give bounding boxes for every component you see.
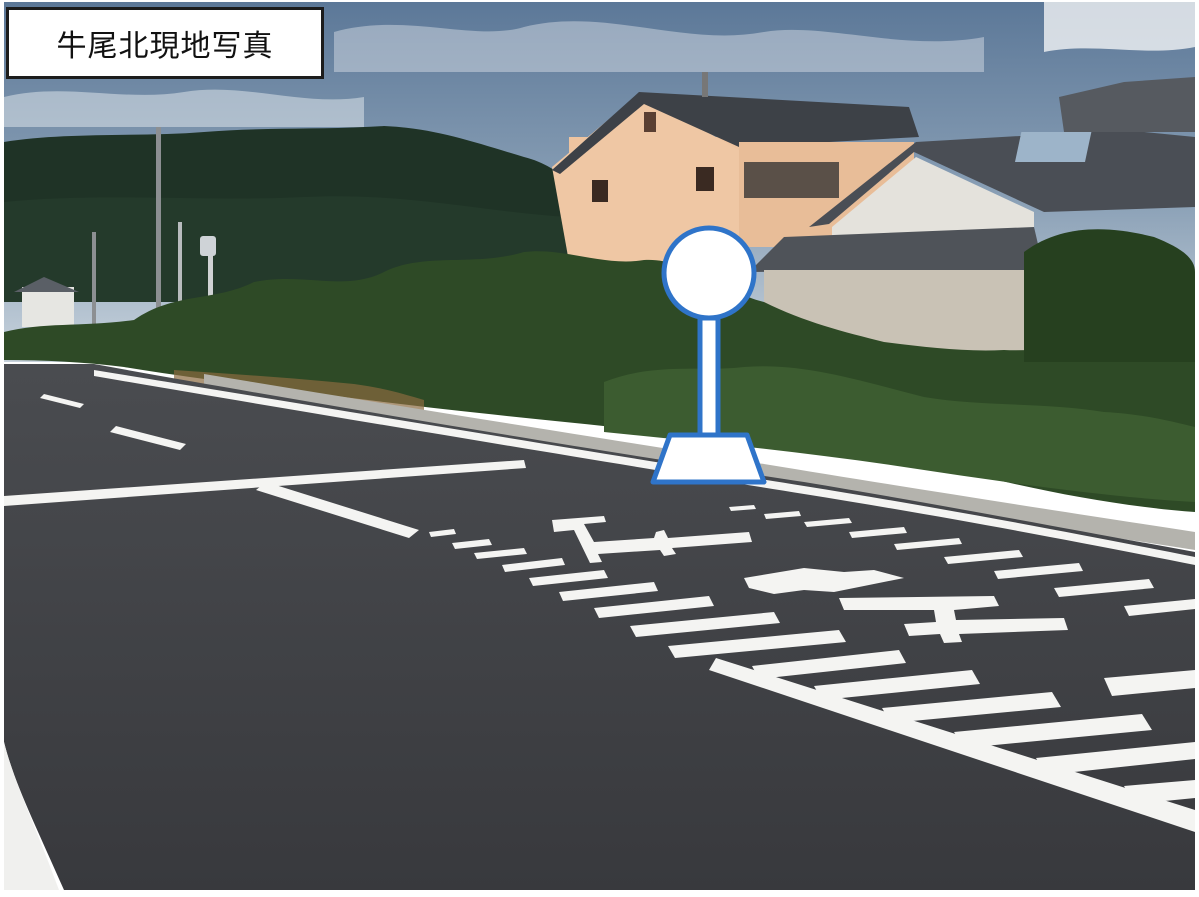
lane-edge-line	[94, 370, 1195, 565]
far-roof	[1059, 77, 1195, 132]
utility-pole	[92, 232, 96, 327]
utility-pole	[156, 127, 161, 327]
crosshatch-stripe	[849, 527, 907, 538]
crosshatch-stripe	[1124, 780, 1195, 804]
clouds	[1044, 2, 1195, 52]
bus-stop-pole	[697, 315, 721, 439]
tree-right	[1024, 229, 1195, 362]
house-window	[592, 180, 608, 202]
street-light	[178, 222, 182, 332]
lane-dash	[40, 394, 84, 408]
bus-stop-marker	[650, 225, 767, 485]
crosshatch-stripe	[529, 570, 608, 586]
crosshatch-stripe	[764, 511, 801, 519]
road-left-edge	[4, 742, 59, 890]
road-character-marking	[839, 596, 1068, 643]
crosshatch-stripe	[559, 582, 658, 601]
road-character-marking	[744, 568, 904, 594]
solar-panel	[1014, 132, 1092, 162]
crosshatch-stripe	[814, 670, 980, 700]
crosshatch-stripe	[1054, 579, 1154, 597]
photo-caption: 牛尾北現地写真	[6, 7, 324, 79]
clouds	[4, 89, 364, 127]
bus-stop-sign-disc	[661, 225, 757, 321]
bus-stop-base	[650, 432, 767, 485]
lower-roof	[749, 227, 1044, 272]
small-building-roof	[14, 277, 79, 292]
crosshatch-stripe	[630, 612, 780, 637]
chimney-pipe	[702, 72, 708, 97]
balcony	[744, 162, 839, 198]
shrubs-highlight	[604, 366, 1195, 502]
photo-caption-text: 牛尾北現地写真	[56, 29, 274, 64]
crosshatch-stripe	[752, 650, 906, 679]
house-window	[644, 112, 656, 132]
crosshatch-stripe	[1124, 599, 1195, 616]
street-photo	[4, 2, 1195, 890]
road-sign	[200, 236, 216, 256]
crosshatch-stripe	[1036, 742, 1195, 775]
crosshatch-stripe	[804, 518, 852, 527]
crosshatch-stripe	[474, 548, 527, 559]
house-roof	[552, 92, 919, 174]
lane-dash	[110, 426, 186, 450]
lane-dash	[256, 482, 419, 538]
crosshatch-stripe	[994, 563, 1083, 579]
crosshatch-stripe	[594, 596, 714, 618]
house-window	[696, 167, 714, 191]
crosshatch-stripe	[502, 558, 565, 572]
crosshatch-stripe	[954, 714, 1152, 748]
crosshatch-stripe	[1104, 670, 1195, 696]
crosshatch-stripe	[668, 630, 846, 658]
crosshatch-stripe	[729, 505, 756, 511]
zone-boundary-line	[709, 658, 1195, 832]
crosshatch-stripe	[429, 529, 456, 537]
road-markings	[4, 370, 1195, 832]
traditional-gable	[832, 157, 1034, 242]
crosshatch-stripe	[452, 539, 492, 549]
traditional-roof	[809, 130, 1195, 227]
clouds	[334, 21, 984, 72]
crosshatch-stripe	[882, 692, 1061, 723]
small-building	[22, 287, 74, 327]
road-character-marking	[552, 516, 752, 563]
crosshatch-stripe	[944, 550, 1023, 564]
crosshatch-stripe	[894, 538, 962, 550]
